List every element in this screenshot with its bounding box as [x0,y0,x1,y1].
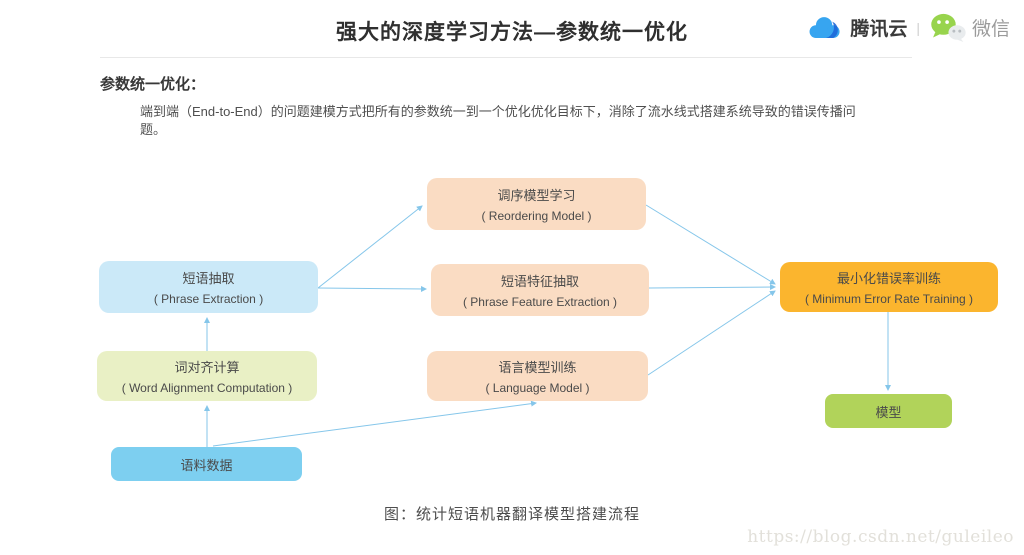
wechat-label: 微信 [971,19,1010,40]
node-subtitle: ( Phrase Extraction ) [153,292,264,306]
node-subtitle: ( Language Model ) [485,381,590,395]
node-title: 调序模型学习 [497,188,576,203]
node-language-model-training: 语言模型训练 ( Language Model ) [427,351,648,401]
node-title: 模型 [875,404,902,420]
node-subtitle: ( Word Alignment Computation ) [121,381,293,395]
node-title: 语料数据 [180,457,233,473]
brand-divider: | [916,19,920,36]
node-phrase-extraction: 短语抽取 ( Phrase Extraction ) [99,261,318,313]
node-subtitle: ( Minimum Error Rate Training ) [804,292,974,306]
header-divider [100,57,912,58]
node-word-alignment-computation: 词对齐计算 ( Word Alignment Computation ) [97,351,317,401]
section-paragraph: 端到端（End-to-End）的问题建模方式把所有的参数统一到一个优化优化目标下… [140,104,856,137]
tencent-cloud-label: 腾讯云 [850,19,908,40]
diagram-caption: 图：统计短语机器翻译模型搭建流程 [383,506,640,523]
wechat-logo-icon [929,12,967,43]
node-phrase-feature-extraction: 短语特征抽取 ( Phrase Feature Extraction ) [431,264,649,316]
node-title: 语言模型训练 [498,360,577,375]
node-model: 模型 [825,394,952,428]
node-corpus-data: 语料数据 [111,447,302,481]
tencent-cloud-logo-icon [805,14,845,42]
node-subtitle: ( Phrase Feature Extraction ) [462,295,618,309]
node-reordering-model: 调序模型学习 ( Reordering Model ) [427,178,646,230]
node-title: 词对齐计算 [174,360,240,375]
node-title: 短语特征抽取 [500,274,579,289]
page-title: 强大的深度学习方法—参数统一优化 [336,21,688,44]
node-title: 最小化错误率训练 [836,271,941,286]
node-subtitle: ( Reordering Model ) [481,209,592,223]
section-heading: 参数统一优化： [100,76,206,93]
node-min-error-rate-training: 最小化错误率训练 ( Minimum Error Rate Training ) [780,262,998,312]
node-title: 短语抽取 [182,271,235,286]
brand-logos: 腾讯云 | 微信 [805,12,1010,43]
watermark-url: https://blog.csdn.net/guleileo [747,527,1014,547]
